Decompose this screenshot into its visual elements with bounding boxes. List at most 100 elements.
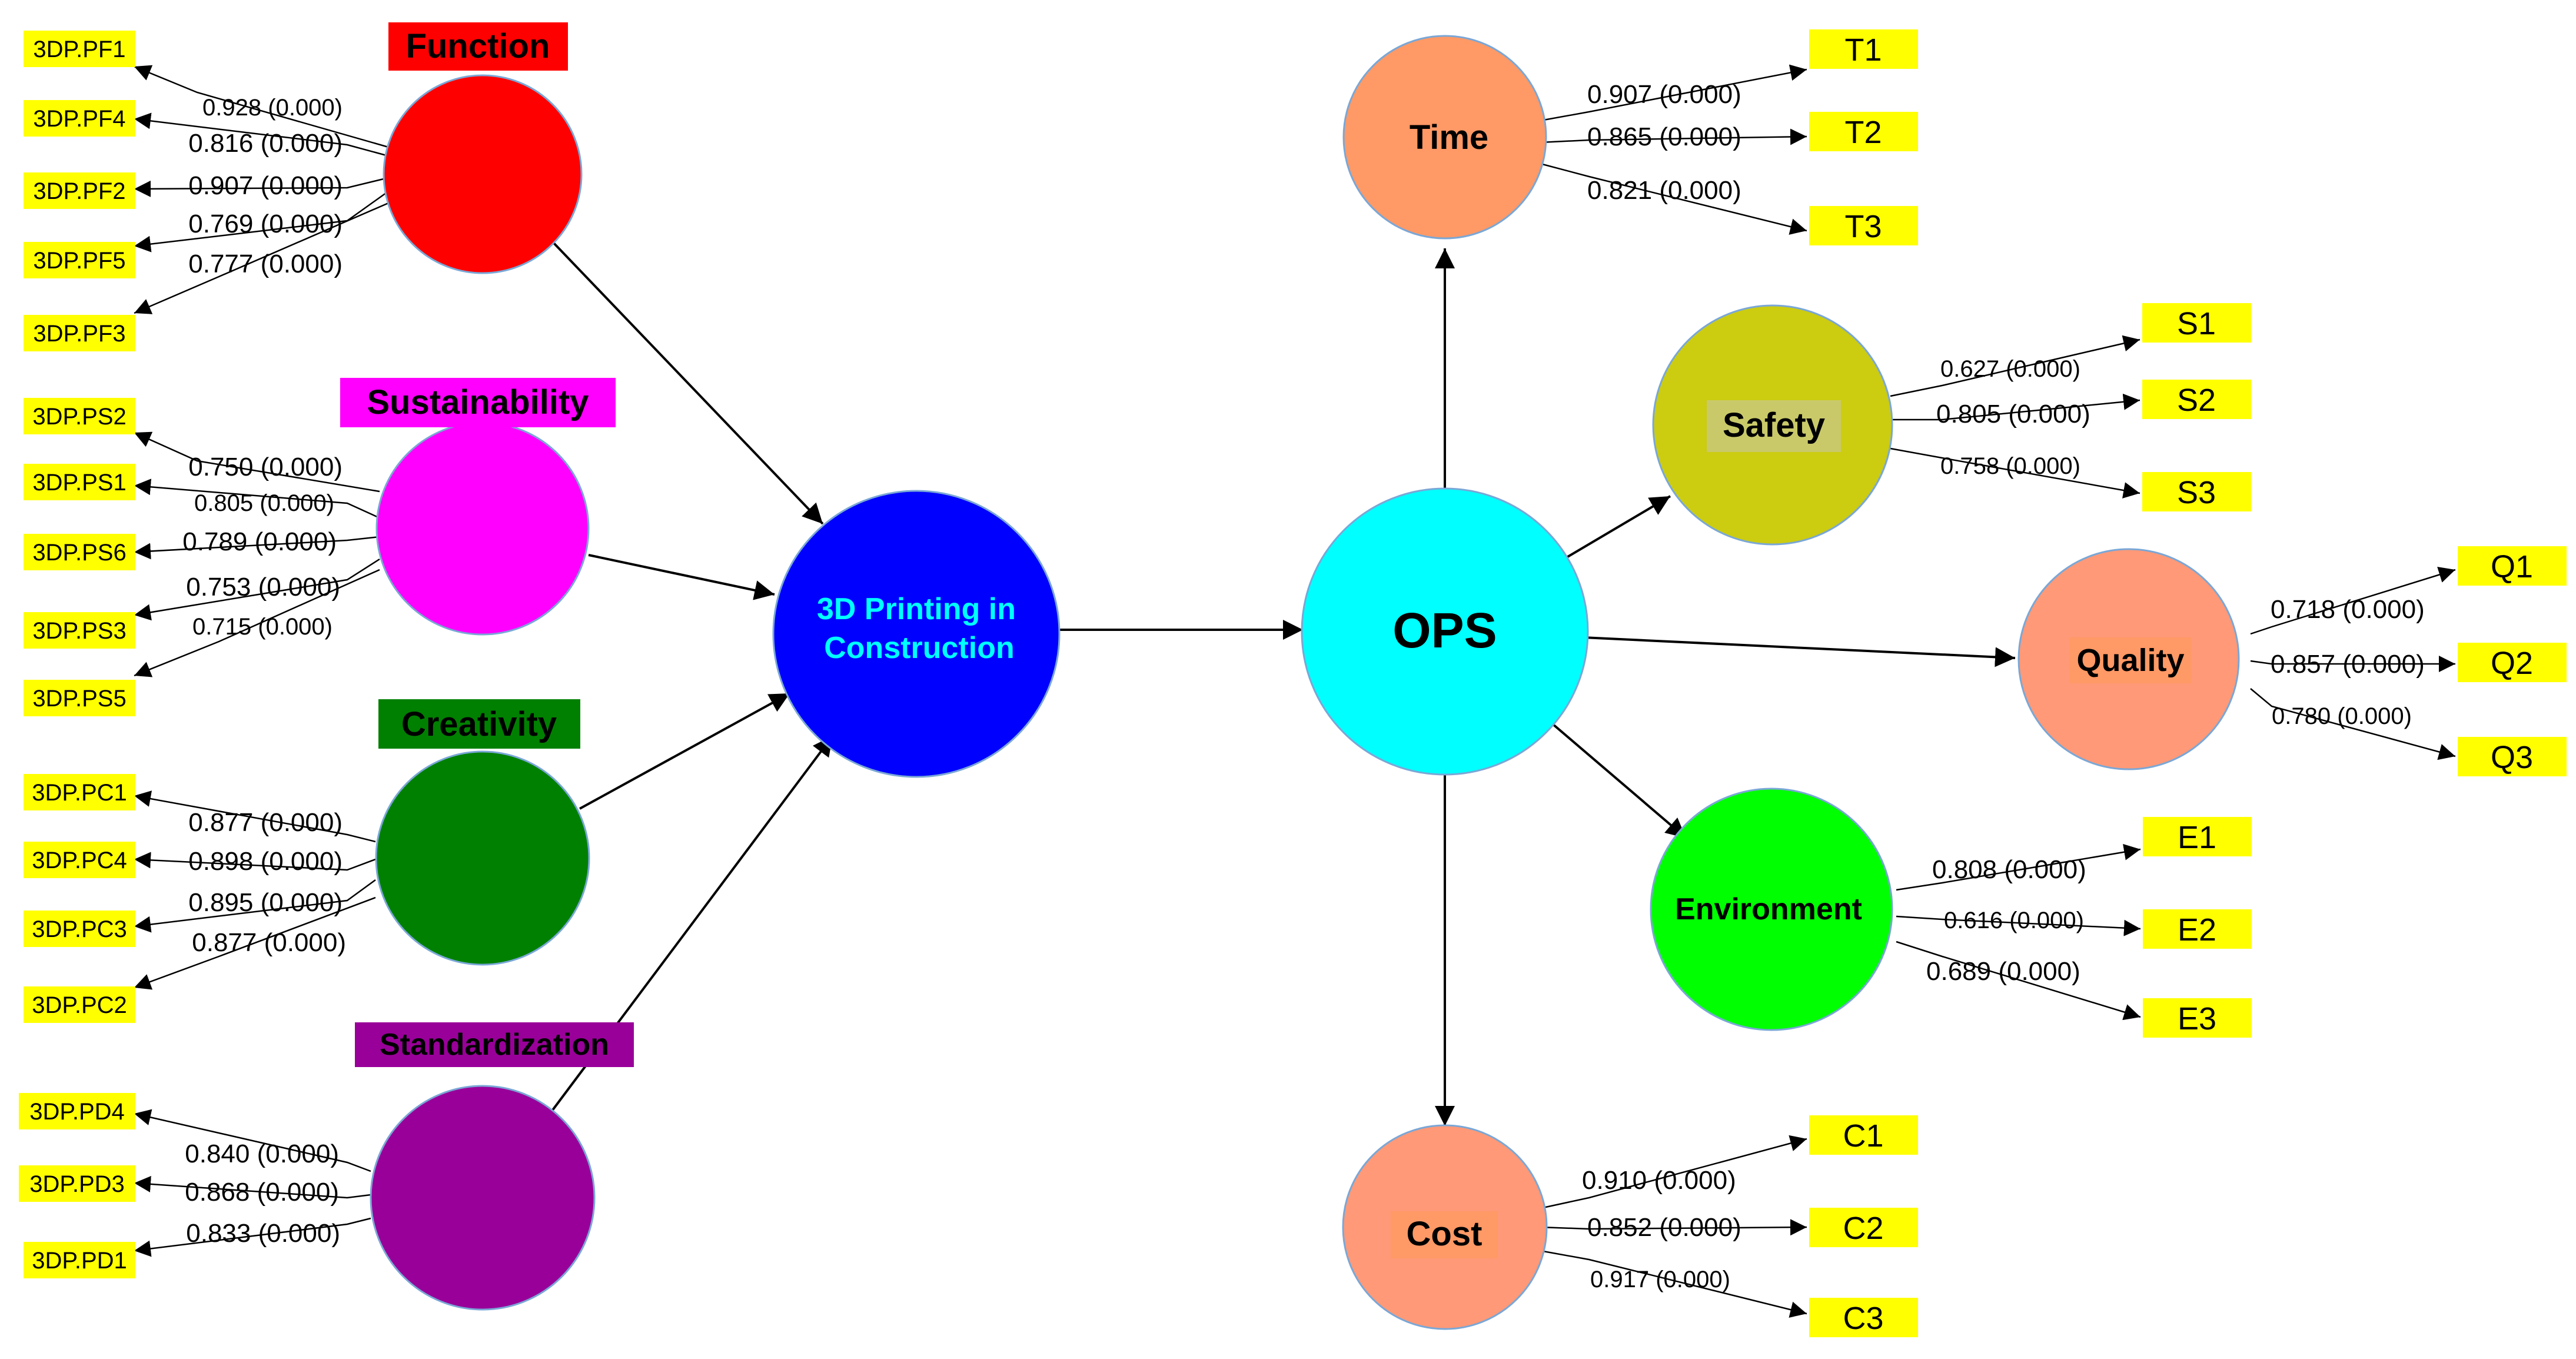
indicator-pc2: 3DP.PC2 — [32, 992, 127, 1018]
indicator-box — [2143, 998, 2252, 1038]
indicator-box — [24, 842, 135, 878]
loading-s1: 0.627 (0.000) — [1940, 356, 2080, 382]
loading-c3: 0.917 (0.000) — [1590, 1267, 1730, 1292]
indicator-box — [2143, 817, 2252, 856]
path-ops-to-environment — [1551, 723, 1687, 839]
loading-pc4: 0.898 (0.000) — [188, 847, 343, 876]
indicator-box — [19, 1093, 135, 1129]
loading-pf3: 0.777 (0.000) — [188, 250, 343, 278]
indicator-ps1: 3DP.PS1 — [32, 470, 126, 496]
standardization-title: Standardization — [380, 1028, 609, 1062]
link-t2 — [1540, 128, 1807, 145]
indicator-box — [1809, 112, 1918, 151]
loading-ps1: 0.805 (0.000) — [194, 490, 334, 516]
loading-pc3: 0.895 (0.000) — [188, 888, 343, 917]
loading-pf4: 0.816 (0.000) — [188, 129, 343, 158]
indicator-box — [24, 911, 135, 947]
indicator-box — [2458, 546, 2567, 586]
loading-e1: 0.808 (0.000) — [1932, 855, 2086, 884]
indicator-box — [24, 612, 135, 649]
indicator-box — [24, 31, 135, 67]
indicator-t1: T1 — [1844, 32, 1882, 68]
link-ps3 — [134, 558, 380, 621]
indicator-box — [24, 172, 135, 209]
loading-pc2: 0.877 (0.000) — [192, 928, 346, 957]
link-q3 — [2250, 688, 2456, 760]
link-q2 — [2250, 656, 2455, 672]
ops-title: OPS — [1392, 603, 1497, 658]
indicator-pf1: 3DP.PF1 — [33, 36, 125, 62]
link-c2 — [1540, 1219, 1807, 1236]
indicators-left: 3DP.PF1 3DP.PF4 3DP.PF2 3DP.PF5 3DP.PF3 … — [19, 31, 135, 1278]
path-ops-to-safety — [1563, 495, 1671, 560]
indicator-box — [24, 774, 135, 810]
link-pc4 — [134, 852, 376, 871]
loading-e2: 0.616 (0.000) — [1944, 908, 2084, 933]
printing-title-line1: 3D Printing in — [817, 592, 1016, 626]
indicator-box — [2143, 909, 2252, 949]
link-pc2 — [134, 896, 376, 990]
loading-s3: 0.758 (0.000) — [1940, 453, 2080, 479]
sustainability-construct — [375, 421, 590, 636]
link-pc1 — [134, 790, 376, 843]
quality-title-box — [2070, 637, 2191, 683]
link-c1 — [1540, 1135, 1807, 1210]
cost-title-box — [1391, 1211, 1498, 1258]
indicator-box — [24, 680, 135, 716]
indicator-pf2: 3DP.PF2 — [33, 178, 125, 204]
indicator-box — [2458, 643, 2567, 682]
printing-construct — [772, 490, 1061, 778]
indicator-box — [24, 1242, 135, 1278]
indicator-pc4: 3DP.PC4 — [32, 848, 127, 873]
environment-construct — [1650, 788, 1893, 1031]
link-e1 — [1896, 843, 2141, 891]
indicator-box — [2142, 380, 2251, 419]
link-pf3 — [134, 202, 389, 314]
loading-t2: 0.865 (0.000) — [1587, 122, 1741, 151]
indicator-e1: E1 — [2178, 820, 2216, 855]
measurement-links — [134, 64, 2456, 1318]
indicator-pf3: 3DP.PF3 — [33, 321, 125, 347]
loading-pd3: 0.868 (0.000) — [185, 1178, 339, 1207]
link-ps2 — [134, 431, 380, 493]
indicator-pf5: 3DP.PF5 — [33, 248, 125, 274]
loading-q1: 0.718 (0.000) — [2271, 595, 2425, 624]
sustainability-title-box — [340, 378, 616, 427]
quality-title: Quality — [2076, 643, 2184, 678]
indicator-box — [24, 100, 135, 137]
standardization-construct — [370, 1085, 596, 1311]
indicator-box — [24, 398, 135, 434]
standardization-title-box — [355, 1022, 634, 1067]
link-pf1 — [134, 65, 389, 148]
loading-s2: 0.805 (0.000) — [1936, 400, 2090, 428]
path-ops-to-quality — [1583, 636, 2016, 667]
loading-q3: 0.780 (0.000) — [2272, 703, 2412, 729]
indicator-e3: E3 — [2178, 1001, 2216, 1036]
printing-title-line2: Construction — [824, 631, 1015, 665]
indicator-box — [1809, 206, 1918, 245]
indicator-q3: Q3 — [2491, 740, 2533, 775]
loading-pf1: 0.928 (0.000) — [202, 95, 343, 121]
indicator-c1: C1 — [1843, 1118, 1883, 1154]
function-title-box — [388, 22, 568, 71]
indicator-box — [24, 315, 135, 351]
sustainability-title: Sustainability — [367, 383, 589, 421]
link-e2 — [1896, 915, 2141, 936]
indicator-s2: S2 — [2177, 383, 2216, 418]
time-title: Time — [1410, 118, 1488, 157]
path-sustainability-to-printing — [588, 554, 775, 600]
cost-title: Cost — [1407, 1215, 1483, 1253]
link-pd1 — [134, 1217, 371, 1257]
loading-q2: 0.857 (0.000) — [2271, 650, 2425, 679]
ops-construct — [1301, 487, 1589, 776]
link-s3 — [1890, 447, 2140, 499]
loading-ps2: 0.750 (0.000) — [188, 453, 343, 481]
loading-c2: 0.852 (0.000) — [1587, 1213, 1741, 1242]
loading-t3: 0.821 (0.000) — [1587, 176, 1741, 205]
indicator-box — [2142, 303, 2251, 343]
indicator-box — [1809, 1298, 1918, 1337]
indicator-pd4: 3DP.PD4 — [29, 1099, 125, 1125]
indicator-box — [2142, 472, 2251, 511]
indicator-t2: T2 — [1844, 115, 1882, 150]
safety-title: Safety — [1723, 406, 1825, 444]
